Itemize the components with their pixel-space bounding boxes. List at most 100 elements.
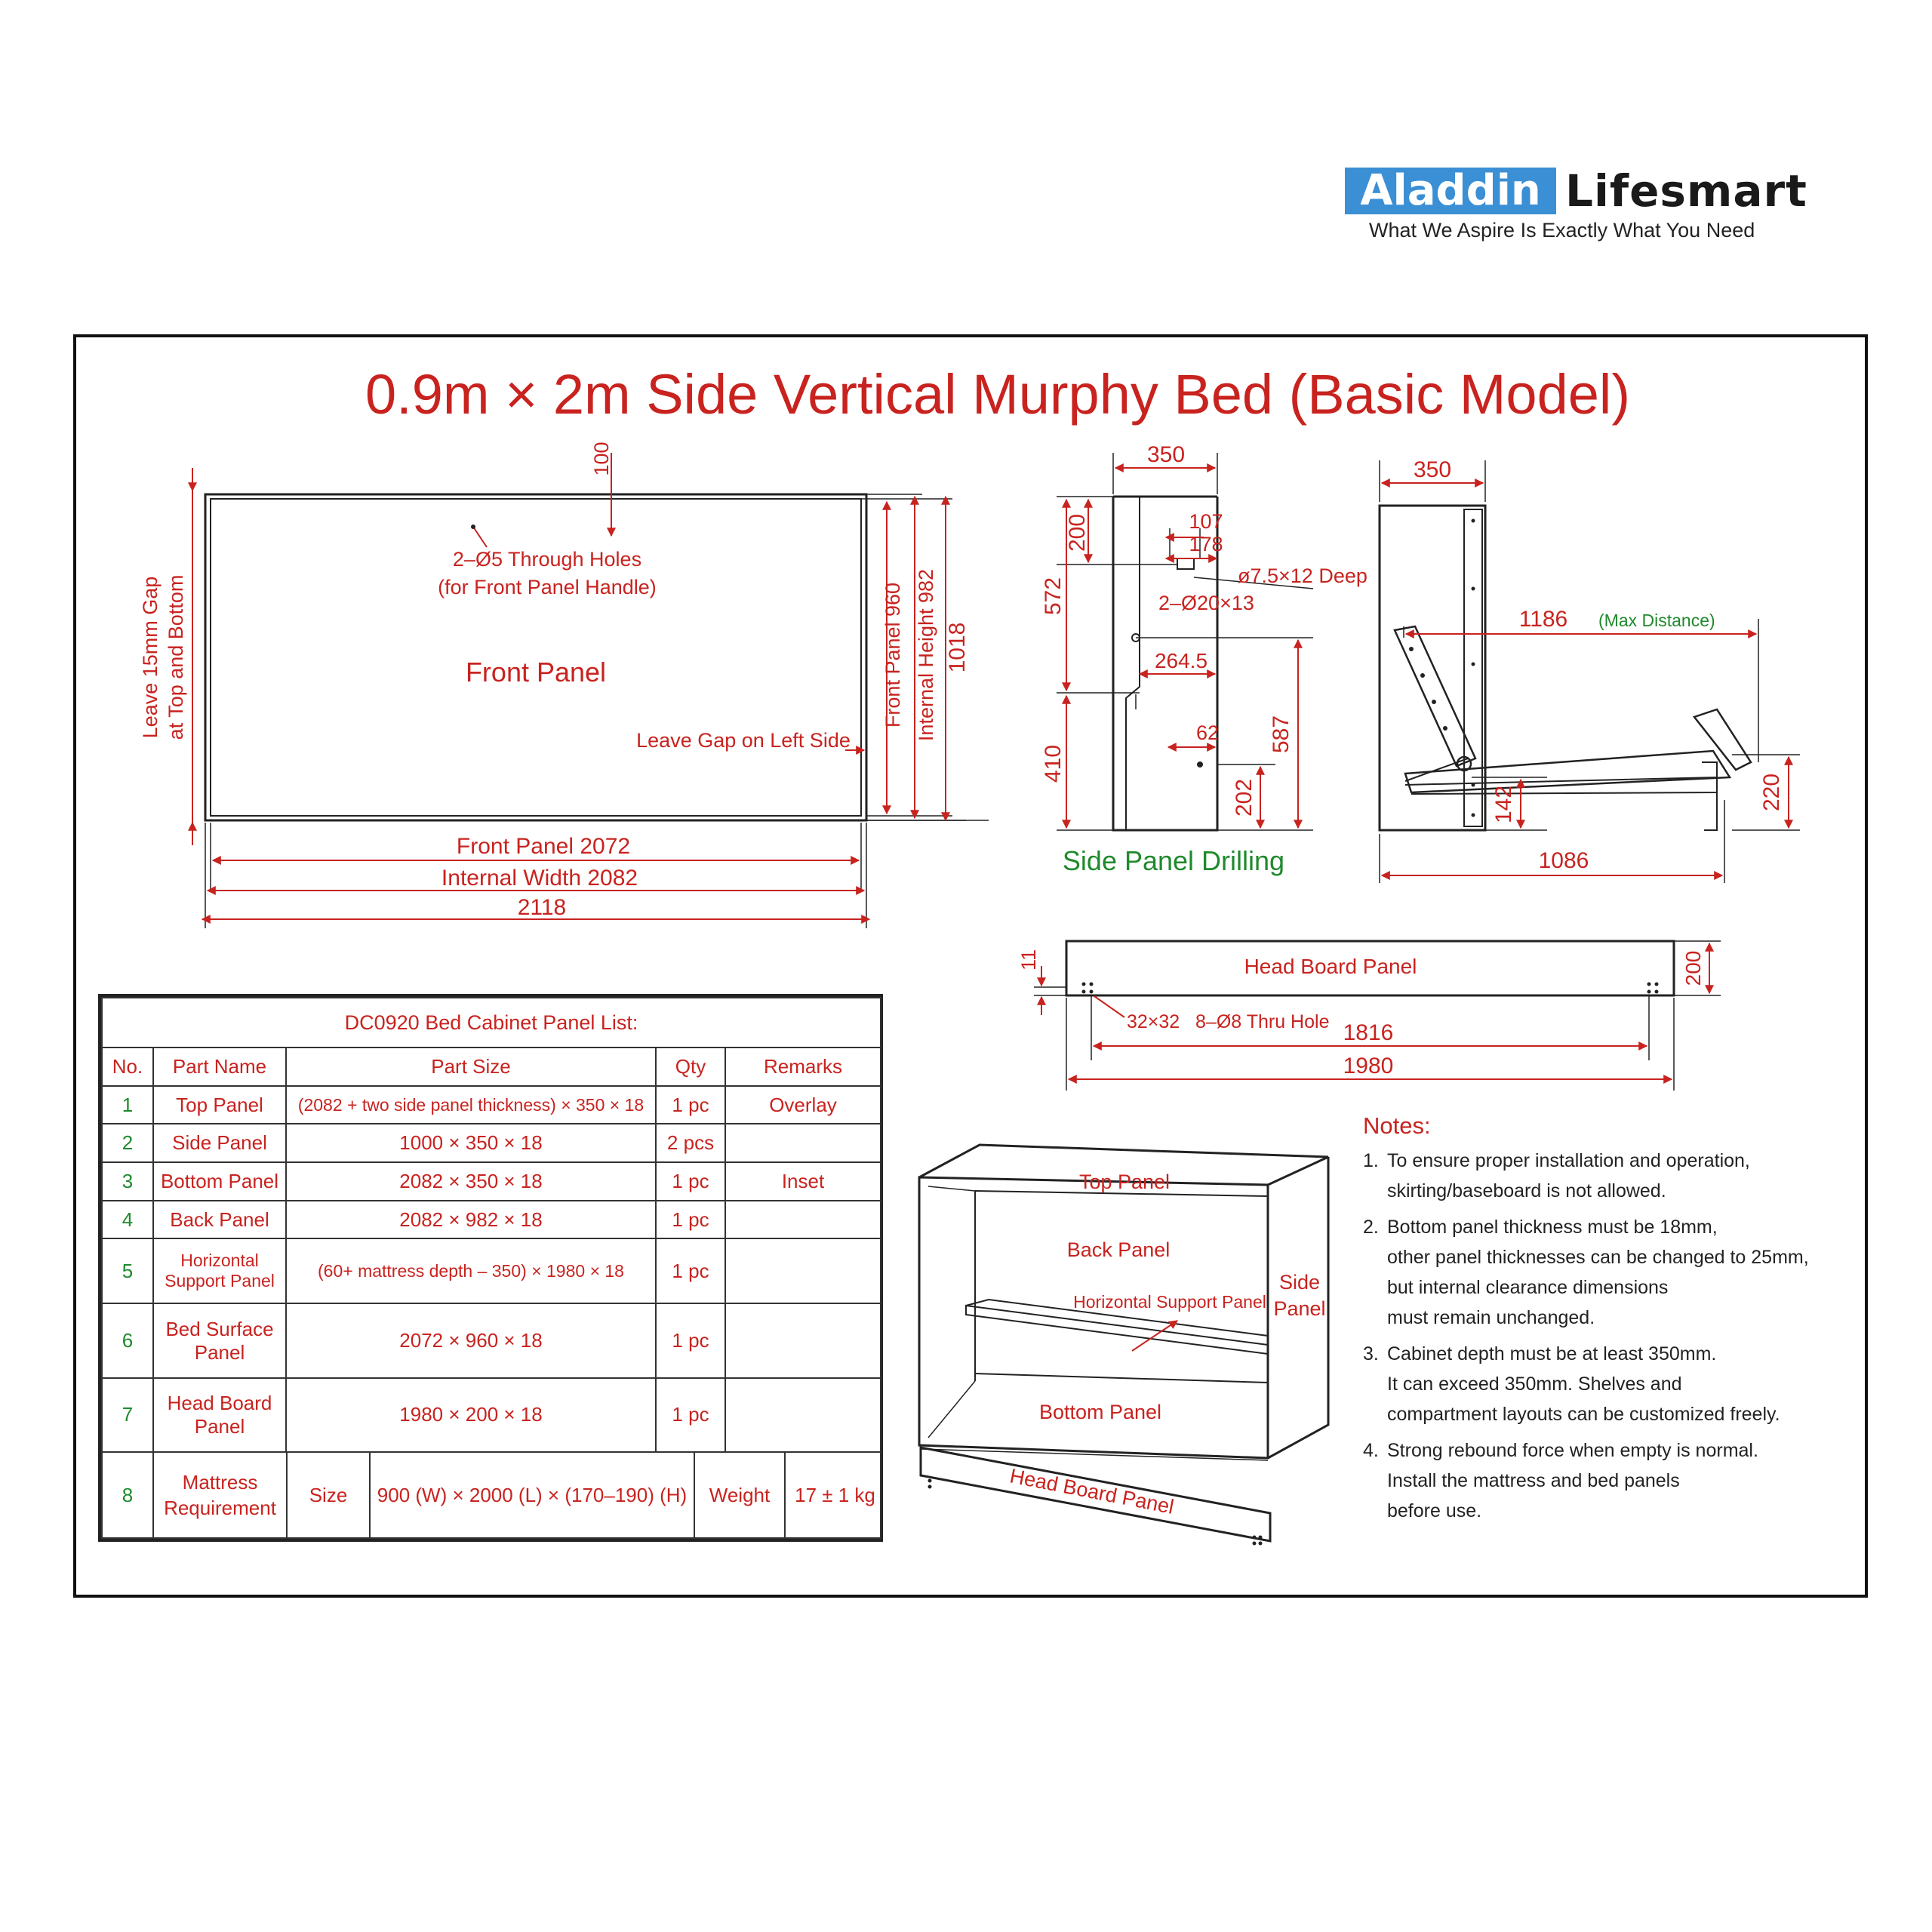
cell-no: 7 (101, 1377, 154, 1454)
headboard-dim-200: 200 (1681, 951, 1705, 986)
gap-left-note: Leave Gap on Left Side (636, 729, 851, 752)
front-view: Leave 15mm Gap at Top and Bottom 100 2–Ø… (139, 441, 989, 928)
cell-part-size: (60+ mattress depth – 350) × 1980 × 18 (285, 1238, 657, 1305)
mech-dim-1086: 1086 (1539, 848, 1589, 873)
drill-dim-200: 200 (1065, 514, 1090, 552)
mech-dim-1186: 1186 (1519, 607, 1568, 632)
mech-max-distance: (Max Distance) (1598, 611, 1715, 630)
th-remarks: Remarks (724, 1047, 881, 1087)
through-holes-line-2: (for Front Panel Handle) (438, 576, 657, 598)
cell-mattress-label: Mattress Requirement (154, 1453, 288, 1537)
note-line: but internal clearance dimensions (1387, 1277, 1669, 1298)
cell-part-name: Bottom Panel (152, 1161, 287, 1201)
note-line: Bottom panel thickness must be 18mm, (1387, 1217, 1718, 1238)
gap-note-line-2: at Top and Bottom (165, 575, 187, 740)
note-item: 3. Cabinet depth must be at least 350mm.… (1363, 1339, 1876, 1429)
cell-remarks: Inset (724, 1161, 881, 1201)
cell-part-size: 2082 × 350 × 18 (285, 1161, 657, 1201)
note-line: compartment layouts can be customized fr… (1387, 1404, 1780, 1425)
note-item: 1. To ensure proper installation and ope… (1363, 1146, 1876, 1206)
drill-dim-62: 62 (1196, 721, 1219, 744)
cell-qty: 1 pc (655, 1238, 726, 1305)
note-line: skirting/baseboard is not allowed. (1387, 1180, 1666, 1201)
note-line: Strong rebound force when empty is norma… (1387, 1440, 1758, 1461)
cell-part-size: (2082 + two side panel thickness) × 350 … (285, 1084, 657, 1125)
cell-part-name: Head Board Panel (152, 1377, 287, 1454)
cell-no: 6 (101, 1303, 154, 1379)
note-item: 4. Strong rebound force when empty is no… (1363, 1435, 1876, 1526)
note-line: Cabinet depth must be at least 350mm. (1387, 1343, 1717, 1364)
cell-qty: 1 pc (655, 1377, 726, 1454)
cell-part-size: 1000 × 350 × 18 (285, 1123, 657, 1164)
through-holes-line-1: 2–Ø5 Through Holes (453, 548, 641, 571)
cell-qty: 1 pc (655, 1161, 726, 1201)
drill-dim-410: 410 (1041, 745, 1066, 783)
brand-logo-box: Aladdin (1345, 168, 1556, 214)
cell-size-label: Size (286, 1453, 371, 1537)
table-row: 3 Bottom Panel 2082 × 350 × 18 1 pc Inse… (101, 1161, 881, 1201)
note-line: before use. (1387, 1500, 1482, 1521)
cell-part-size: 2072 × 960 × 18 (285, 1303, 657, 1379)
mechanism-side-view: 350 1186 (Max Distance) 142 220 1086 (1378, 457, 1800, 883)
dim-internal-height: Internal Height 982 (915, 569, 937, 741)
cell-remarks (724, 1303, 881, 1379)
cell-remarks (724, 1123, 881, 1164)
dim-front-panel-960: Front Panel 960 (881, 583, 904, 728)
note-number: 1. (1363, 1150, 1379, 1171)
drill-dim-107: 107 (1189, 510, 1223, 533)
cell-size-value: 900 (W) × 2000 (L) × (170–190) (H) (369, 1453, 695, 1537)
cell-remarks (724, 1199, 881, 1240)
panel-list-caption: DC0920 Bed Cabinet Panel List: (101, 997, 881, 1048)
cell-qty: 2 pcs (655, 1123, 726, 1164)
drill-dim-264: 264.5 (1155, 649, 1208, 672)
mech-dim-350: 350 (1414, 457, 1451, 482)
cell-weight-value: 17 ± 1 kg (784, 1453, 884, 1537)
mattress-label-1: Mattress (182, 1471, 258, 1494)
note-line: Install the mattress and bed panels (1387, 1470, 1680, 1491)
cell-qty: 1 pc (655, 1084, 726, 1125)
cab-back-panel: Back Panel (1067, 1238, 1171, 1261)
note-line: It can exceed 350mm. Shelves and (1387, 1374, 1682, 1395)
cell-part-name: Horizontal Support Panel (152, 1238, 287, 1305)
cell-qty: 1 pc (655, 1303, 726, 1379)
table-row: 4 Back Panel 2082 × 982 × 18 1 pc (101, 1199, 881, 1240)
cell-part-name: Side Panel (152, 1123, 287, 1164)
cell-part-size: 1980 × 200 × 18 (285, 1377, 657, 1454)
panel-list-table: DC0920 Bed Cabinet Panel List: No. Part … (98, 994, 884, 1542)
drill-deep-hole: ø7.5×12 Deep (1238, 565, 1367, 587)
cab-support-panel: Horizontal Support Panel (1073, 1292, 1266, 1312)
cell-remarks: Overlay (724, 1084, 881, 1125)
drill-holes-20: 2–Ø20×13 (1158, 592, 1254, 614)
gap-note-line-1: Leave 15mm Gap (139, 577, 162, 739)
drill-dim-350: 350 (1147, 442, 1185, 467)
cabinet-perspective: Top Panel Back Panel Side Panel Horizont… (918, 1143, 1330, 1546)
side-panel-drilling-caption: Side Panel Drilling (1063, 845, 1284, 876)
cell-no: 3 (101, 1161, 154, 1201)
headboard-holes: 32×32 8–Ø8 Thru Hole (1127, 1011, 1329, 1032)
cell-no: 8 (101, 1451, 154, 1539)
table-row: 1 Top Panel (2082 + two side panel thick… (101, 1084, 881, 1125)
drill-dim-587: 587 (1269, 715, 1294, 753)
drawing-frame (73, 334, 1868, 1598)
front-panel-inner (210, 498, 862, 817)
cell-remarks (724, 1238, 881, 1305)
cab-top-panel: Top Panel (1079, 1171, 1170, 1193)
table-row: 7 Head Board Panel 1980 × 200 × 18 1 pc (101, 1377, 881, 1454)
drill-dim-572: 572 (1041, 577, 1066, 615)
note-number: 4. (1363, 1440, 1379, 1461)
drill-dim-202: 202 (1232, 779, 1257, 817)
cell-no: 5 (101, 1238, 154, 1305)
cell-no: 1 (101, 1084, 154, 1125)
cell-qty: 1 pc (655, 1199, 726, 1240)
cell-no: 4 (101, 1199, 154, 1240)
cab-headboard-panel: Head Board Panel (1008, 1464, 1176, 1518)
notes-block: Notes: 1. To ensure proper installation … (1363, 1109, 1876, 1532)
note-item: 2. Bottom panel thickness must be 18mm, … (1363, 1212, 1876, 1333)
notes-title: Notes: (1363, 1112, 1431, 1139)
front-panel-outline (204, 493, 868, 822)
dim-front-panel-2072: Front Panel 2072 (457, 834, 630, 859)
table-row: 6 Bed Surface Panel 2072 × 960 × 18 1 pc (101, 1303, 881, 1379)
mattress-label-2: Requirement (164, 1497, 276, 1519)
cell-remarks (724, 1377, 881, 1454)
